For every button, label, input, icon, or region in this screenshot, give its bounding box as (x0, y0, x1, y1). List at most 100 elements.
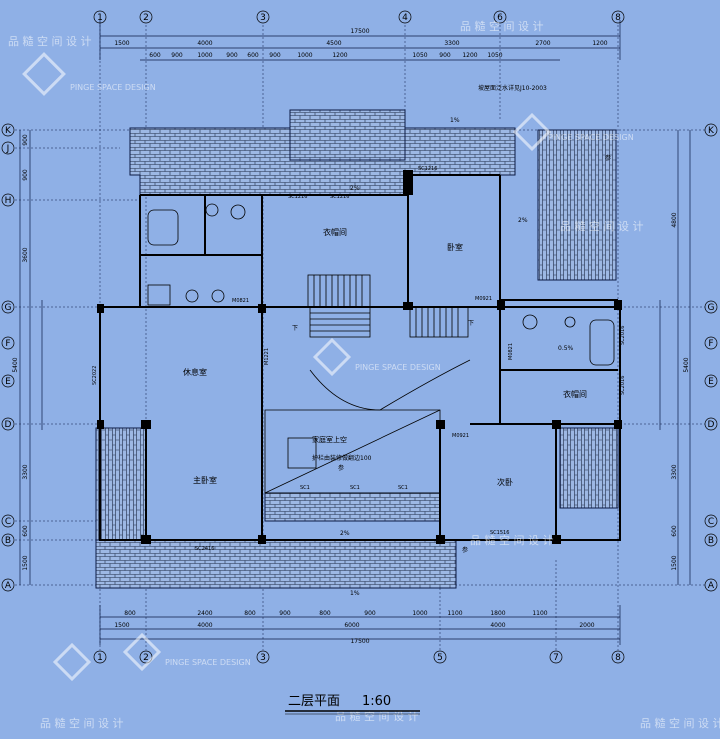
axis-label: G (5, 303, 12, 313)
dim-bottom-sub: 1000 (412, 610, 427, 617)
axis-label: 5 (437, 653, 443, 663)
axis-label: B (5, 536, 11, 546)
axis-bubbles: 1 2 3 4 6 8 1 2 3 5 7 8 K J H G F E D C … (1, 10, 718, 664)
axis-label: F (708, 339, 713, 349)
watermark-text-en: PINGE SPACE DESIGN (70, 83, 156, 92)
dim-top-sub: 1000 (197, 52, 212, 59)
title-text: 二层平面 (288, 694, 340, 709)
watermark-text-en: PINGE SPACE DESIGN (548, 133, 634, 142)
axis-label: 1 (97, 13, 103, 23)
axis-label: J (6, 144, 10, 154)
slope-label: 2% (518, 217, 528, 224)
dim-left: 3600 (22, 247, 29, 262)
window-code: SC1216 (330, 194, 349, 200)
room-second-bedroom: 次卧 (497, 477, 513, 487)
axis-label: 8 (615, 653, 621, 663)
dim-top: 1200 (592, 40, 607, 47)
dim-bottom-sub: 1100 (447, 610, 462, 617)
dim-right: 1500 (671, 555, 678, 570)
dim-left: 1500 (22, 555, 29, 570)
dim-top-sub: 1050 (487, 52, 502, 59)
window-code: SC1216 (418, 166, 437, 172)
axis-label: A (708, 581, 715, 591)
axis-label: E (708, 377, 714, 387)
opening-codes: M0821 M0921 M0921 M0821 M1221 SC1216 SC1… (92, 166, 626, 552)
dim-left: 5400 (12, 357, 19, 372)
watermark-logo (22, 52, 552, 682)
axis-label: 8 (615, 13, 621, 23)
window-code: SC1516 (490, 530, 509, 536)
axis-label: 3 (260, 653, 266, 663)
watermark-text: 品 糙 空 间 设 计 (335, 709, 418, 723)
dim-bottom-sub: 900 (279, 610, 291, 617)
room-bedroom: 卧室 (447, 242, 463, 252)
room-lounge: 休息室 (183, 367, 207, 377)
see-ref: 参 (605, 154, 611, 162)
dim-bottom-sub: 800 (319, 610, 331, 617)
dim-right: 4800 (671, 212, 678, 227)
axis-label: C (5, 517, 11, 527)
railing-note: 护栏由装修做翻边100 (312, 454, 372, 462)
void-area (264, 359, 471, 494)
window-code: SC1 (300, 485, 310, 491)
window-code: SC1 (350, 485, 360, 491)
axis-label: A (5, 581, 12, 591)
bath-fixtures (147, 203, 615, 366)
dim-bottom-sub: 900 (364, 610, 376, 617)
dim-top-sub: 600 (247, 52, 259, 59)
room-void: 家庭室上空 (312, 435, 347, 444)
door-code: M0921 (475, 296, 492, 302)
axis-label: D (5, 420, 12, 430)
watermark-text-en: PINGE SPACE DESIGN (355, 363, 441, 372)
watermarks: 品 糙 空 间 设 计 品 糙 空 间 设 计 品 糙 空 间 设 计 品 糙 … (8, 19, 720, 730)
axis-label: K (708, 126, 715, 136)
window-code: SC1 (398, 485, 408, 491)
scale-text: 1:60 (362, 694, 391, 709)
axis-label: H (5, 196, 12, 206)
watermark-text: 品 糙 空 间 设 计 (640, 716, 720, 730)
dim-left: 600 (22, 525, 29, 537)
room-cloak-2: 衣帽间 (563, 389, 587, 399)
dim-bottom: 2000 (579, 622, 594, 629)
window-code: SC2016 (620, 376, 626, 395)
dim-top-sub: 1050 (412, 52, 427, 59)
roof-tiles (95, 109, 619, 589)
axis-label: C (708, 517, 714, 527)
axis-label: G (708, 303, 715, 313)
dim-right: 600 (671, 525, 678, 537)
room-cloak-1: 衣帽间 (323, 227, 347, 237)
dim-top-sub: 1200 (332, 52, 347, 59)
dim-left: 900 (22, 134, 29, 146)
axis-label: E (5, 377, 11, 387)
axis-label: 6 (497, 13, 503, 23)
dim-top-sub: 900 (269, 52, 281, 59)
axis-label: 3 (260, 13, 266, 23)
notes: 坡屋面泛水详见J10-2003 1% 2% 2% 0.5% 2% 1% 下 下 … (292, 84, 611, 597)
dim-top-sub: 900 (171, 52, 183, 59)
dim-top-sub: 900 (439, 52, 451, 59)
slope-label: 2% (340, 530, 350, 537)
dim-bottom-total: 17500 (350, 638, 369, 645)
room-master-bedroom: 主卧室 (193, 475, 217, 485)
slope-label: 0.5% (558, 345, 574, 352)
stair-down-label: 下 (468, 320, 474, 327)
staircase (307, 274, 469, 338)
dim-top: 4500 (326, 40, 341, 47)
columns (97, 170, 622, 544)
window-code: SC2416 (195, 546, 214, 552)
dim-top-sub: 1000 (297, 52, 312, 59)
watermark-text: 品 糙 空 间 设 计 (40, 716, 123, 730)
dimension-texts: 17500 1500 4000 4500 3300 2700 1200 600 … (12, 28, 690, 645)
slope-label: 1% (450, 117, 460, 124)
drawing-title: 二层平面 1:60 (285, 694, 420, 715)
window-code: SC2022 (92, 366, 98, 385)
axis-top-1: 1 (93, 10, 107, 24)
dim-bottom-sub: 1100 (532, 610, 547, 617)
dim-top: 1500 (114, 40, 129, 47)
dim-left: 3300 (22, 464, 29, 479)
door-code: M0921 (452, 433, 469, 439)
dim-bottom-sub: 800 (244, 610, 256, 617)
watermark-text: 品 糙 空 间 设 计 (460, 19, 543, 33)
dim-right: 5400 (683, 357, 690, 372)
